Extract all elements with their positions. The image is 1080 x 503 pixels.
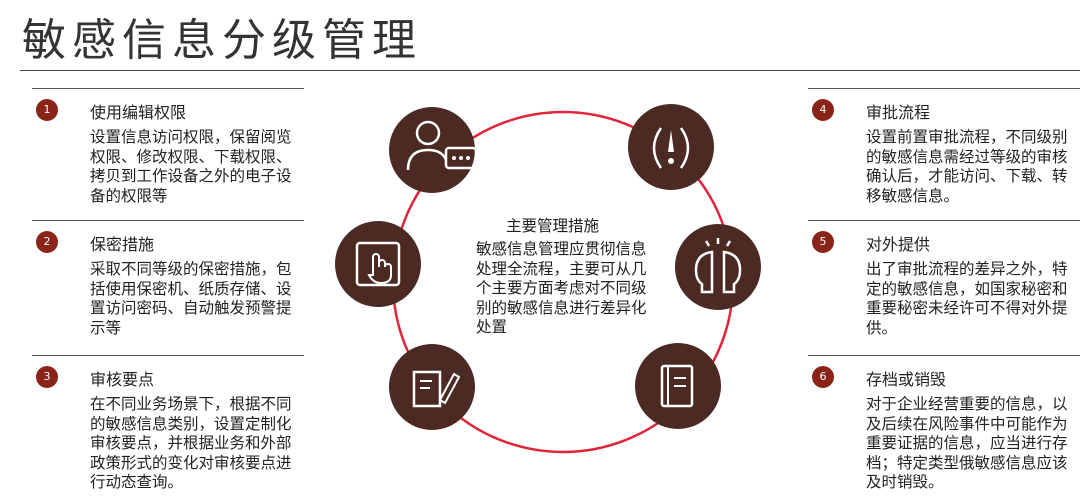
item-number: 3 bbox=[36, 366, 58, 388]
item-heading: 对外提供 bbox=[866, 235, 931, 254]
item-number: 2 bbox=[36, 231, 58, 253]
item-heading: 使用编辑权限 bbox=[90, 103, 187, 122]
user-chat-icon bbox=[389, 107, 478, 193]
item-heading: 审核要点 bbox=[90, 370, 155, 389]
item-body: 对于企业经营重要的信息，以及后续在风险事件中可能作为重要证据的信息，应当进行存档… bbox=[866, 395, 1068, 491]
divider bbox=[32, 220, 304, 221]
thinking-heads-icon bbox=[675, 224, 761, 310]
book-icon bbox=[635, 343, 721, 429]
divider bbox=[808, 355, 1080, 356]
item-body: 设置信息访问权限，保留阅览权限、修改权限、下载权限、拷贝到工作设备之外的电子设备… bbox=[90, 128, 292, 205]
item-number: 4 bbox=[812, 99, 834, 121]
page-title: 敏感信息分级管理 bbox=[22, 15, 422, 66]
item-body: 采取不同等级的保密措施，包括使用保密机、纸质存储、设置访问密码、自动触发预警提示… bbox=[90, 260, 292, 337]
item-body: 设置前置审批流程，不同级别的敏感信息需经过等级的审核确认后，才能访问、下载、转移… bbox=[866, 128, 1068, 205]
item-heading: 保密措施 bbox=[90, 235, 155, 254]
center-summary: 主要管理措施 敏感信息管理应贯彻信息处理全流程，主要可从几个主要方面考虑对不同级… bbox=[476, 214, 656, 338]
item-body: 出了审批流程的差异之外，特定的敏感信息，如国家秘密和重要秘密未经许可不得对外提供… bbox=[866, 260, 1068, 337]
item-number: 5 bbox=[812, 231, 834, 253]
item-heading: 存档或销毁 bbox=[866, 370, 947, 389]
divider bbox=[32, 355, 304, 356]
title-divider bbox=[20, 70, 1080, 71]
center-body: 敏感信息管理应贯彻信息处理全流程，主要可从几个主要方面考虑对不同级别的敏感信息进… bbox=[476, 240, 647, 336]
alert-icon bbox=[628, 104, 714, 190]
item-heading: 审批流程 bbox=[866, 103, 931, 122]
item-number: 6 bbox=[812, 366, 834, 388]
center-title: 主要管理措施 bbox=[506, 217, 600, 235]
divider bbox=[32, 88, 304, 89]
divider bbox=[808, 88, 1080, 89]
hand-touch-icon bbox=[335, 221, 421, 307]
document-sign-icon bbox=[389, 344, 475, 430]
divider bbox=[808, 220, 1080, 221]
item-number: 1 bbox=[36, 99, 58, 121]
item-body: 在不同业务场景下，根据不同的敏感信息类别，设置定制化审核要点，并根据业务和外部政… bbox=[90, 395, 292, 491]
